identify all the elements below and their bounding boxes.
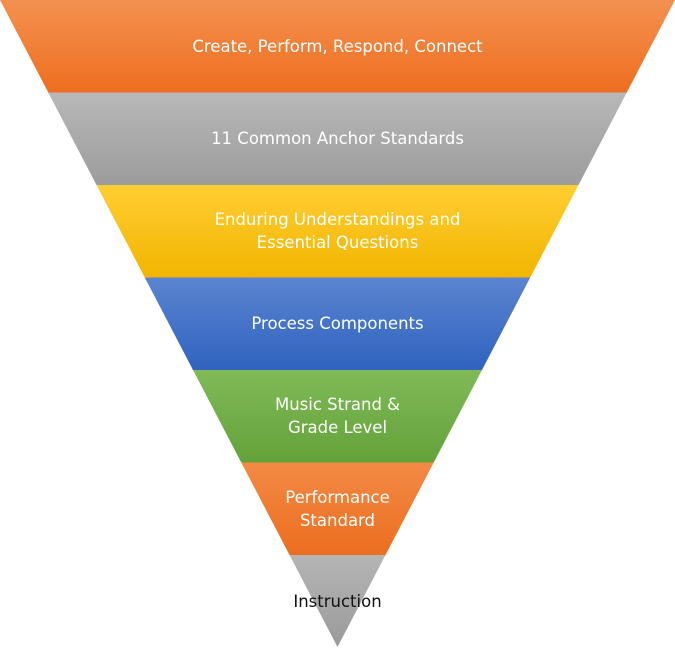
funnel-level-3-text-line-1: Enduring Understandings and <box>214 210 461 230</box>
funnel-level-6-band <box>241 462 434 555</box>
funnel-level-7-text-line-1: Instruction <box>293 591 382 611</box>
funnel-level-4-label: Process Components <box>183 278 492 371</box>
funnel-level-2-band <box>48 92 627 185</box>
funnel-level-5-label: Music Strand & Grade Level <box>231 370 444 463</box>
funnel-level-1-text-line-1: Create, Perform, Respond, Connect <box>192 36 483 56</box>
funnel-level-6-text-line-1: Performance <box>285 487 390 507</box>
funnel-level-4-band <box>144 277 531 370</box>
funnel-level-4-text-line-1: Process Components <box>251 314 424 334</box>
funnel-level-3-band <box>96 185 579 278</box>
funnel-level-1-label: Create, Perform, Respond, Connect <box>38 0 637 93</box>
funnel-level-5-band <box>193 370 482 463</box>
funnel-level-5-text-line-1: Music Strand & <box>274 395 401 415</box>
funnel-level-5-text-line-2: Grade Level <box>287 418 388 438</box>
funnel-level-2-text-line-1: 11 Common Anchor Standards <box>211 129 464 149</box>
funnel-level-3-text-line-2: Essential Questions <box>256 233 419 253</box>
funnel-level-6-text-line-2: Standard <box>299 510 376 530</box>
funnel-level-1-band <box>0 0 675 93</box>
funnel-level-7-band <box>289 555 386 647</box>
funnel-level-2-label: 11 Common Anchor Standards <box>86 93 588 186</box>
funnel-level-7-label: Instruction <box>278 555 398 648</box>
